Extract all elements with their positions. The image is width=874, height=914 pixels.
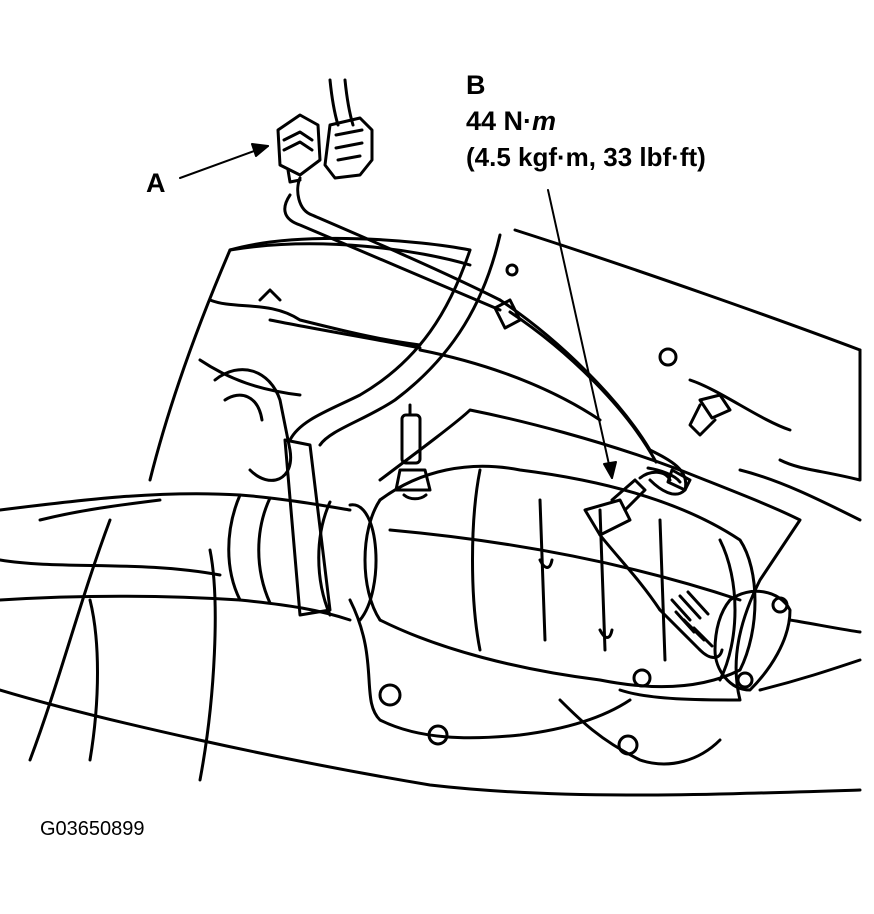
tunnel-tube bbox=[268, 233, 502, 447]
connector-a bbox=[276, 113, 322, 184]
torque-nm-unit: m bbox=[532, 106, 557, 136]
callout-label-b: B bbox=[466, 70, 486, 100]
leader-b bbox=[547, 189, 613, 479]
torque-spec-alt: (4.5 kgf·m, 33 lbf·ft) bbox=[466, 142, 706, 172]
harness-connector bbox=[323, 116, 374, 180]
leader-a bbox=[179, 145, 269, 179]
secondary-oxygen-sensor bbox=[583, 470, 724, 659]
pipe-hanger bbox=[213, 288, 332, 617]
catalytic-converter bbox=[363, 464, 757, 689]
exhaust-pipe bbox=[0, 492, 378, 622]
heat-shield bbox=[348, 263, 802, 766]
torque-nm-value: 44 N· bbox=[466, 106, 533, 136]
mounting-bolt bbox=[688, 393, 732, 437]
figure-id: G03650899 bbox=[40, 818, 145, 840]
arrowhead-a bbox=[251, 143, 269, 157]
arrowhead-b bbox=[603, 461, 617, 479]
rear-flange bbox=[713, 589, 862, 692]
callout-leaders bbox=[179, 143, 617, 479]
torque-spec-nm: 44 N·m bbox=[466, 106, 556, 137]
underbody-panel bbox=[0, 228, 862, 797]
front-oxygen-sensor bbox=[394, 403, 432, 501]
callout-label-a: A bbox=[146, 168, 166, 198]
